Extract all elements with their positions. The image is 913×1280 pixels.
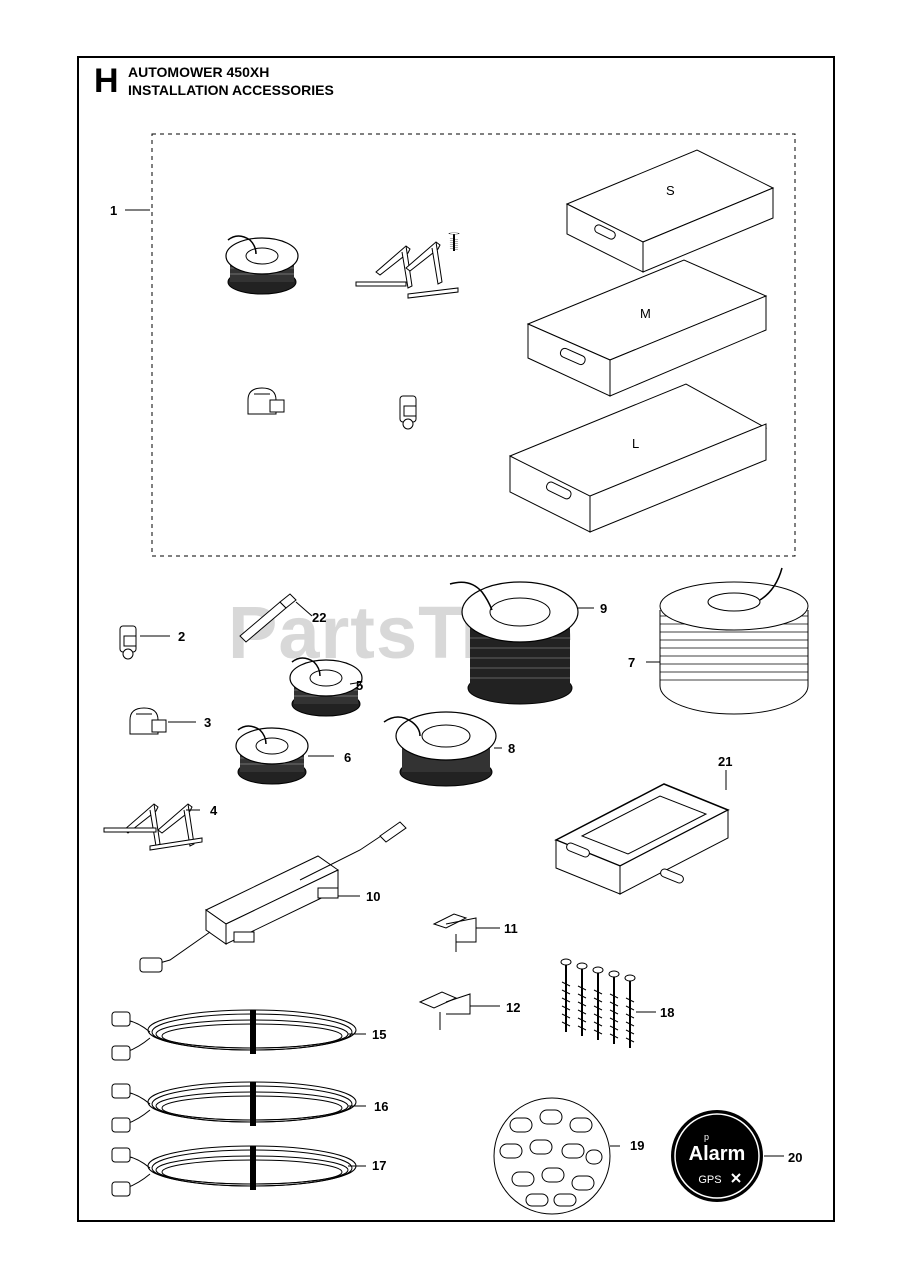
callout-8: 8 [508,741,515,756]
kit-coupler [247,387,285,415]
box-label-s: S [666,183,675,198]
kit-box-m [526,259,768,397]
section-letter: H [94,62,119,100]
callout-11: 11 [504,921,518,936]
cable-16 [111,1081,357,1133]
drawing-frame [77,56,835,1222]
callout-12: 12 [506,1000,520,1015]
alarm-word: Alarm [689,1143,746,1165]
wire-spool-8 [383,711,502,787]
callout-1: 1 [110,203,117,218]
callout-17: 17 [372,1158,386,1173]
callout-5: 5 [356,678,363,693]
callout-6: 6 [344,750,351,765]
callout-19: 19 [630,1138,644,1153]
screws-18 [560,958,656,1049]
connector-2 [119,625,137,660]
kit-boundary-wire-spool [225,235,299,295]
blade-kit-12 [418,991,500,1030]
section-title: INSTALLATION ACCESSORIES [128,82,334,98]
callout-21: 21 [718,754,732,769]
kit-pegs [355,241,459,299]
kit-box-s [565,149,775,273]
power-supply-10 [139,821,407,973]
callout-9: 9 [600,601,607,616]
callout-16: 16 [374,1099,388,1114]
callout-20: 20 [788,1150,802,1165]
alarm-small: p [704,1132,709,1142]
cable-reel-7 [646,567,809,715]
callout-2: 2 [178,629,185,644]
wire-spool-6 [235,725,309,785]
wire-spool-5 [289,657,363,717]
alarm-decal-20: p Alarm GPS [671,1110,784,1202]
blade-kit-11 [432,231,500,952]
alarm-gps: GPS [698,1174,721,1186]
pegs-4 [103,803,203,851]
pad-19 [493,1097,620,1215]
coupler-3 [129,707,167,735]
callout-10: 10 [366,889,380,904]
callout-4: 4 [210,803,218,818]
box-label-l: L [632,436,639,451]
screwdriver-bit [239,593,313,643]
cable-17 [111,1145,357,1197]
cable-15 [111,1009,357,1061]
kit-box-l [508,383,768,533]
model-title: AUTOMOWER 450XH [128,64,270,80]
carry-case-21 [554,770,730,895]
kit-outline [151,133,796,557]
callout-15: 15 [372,1027,386,1042]
kit-connector [399,395,417,430]
callout-3: 3 [204,715,211,730]
callout-7: 7 [628,655,635,670]
box-label-m: M [640,306,651,321]
wire-spool-9 [449,581,594,705]
callout-18: 18 [660,1005,674,1020]
callout-22: 22 [312,610,326,625]
